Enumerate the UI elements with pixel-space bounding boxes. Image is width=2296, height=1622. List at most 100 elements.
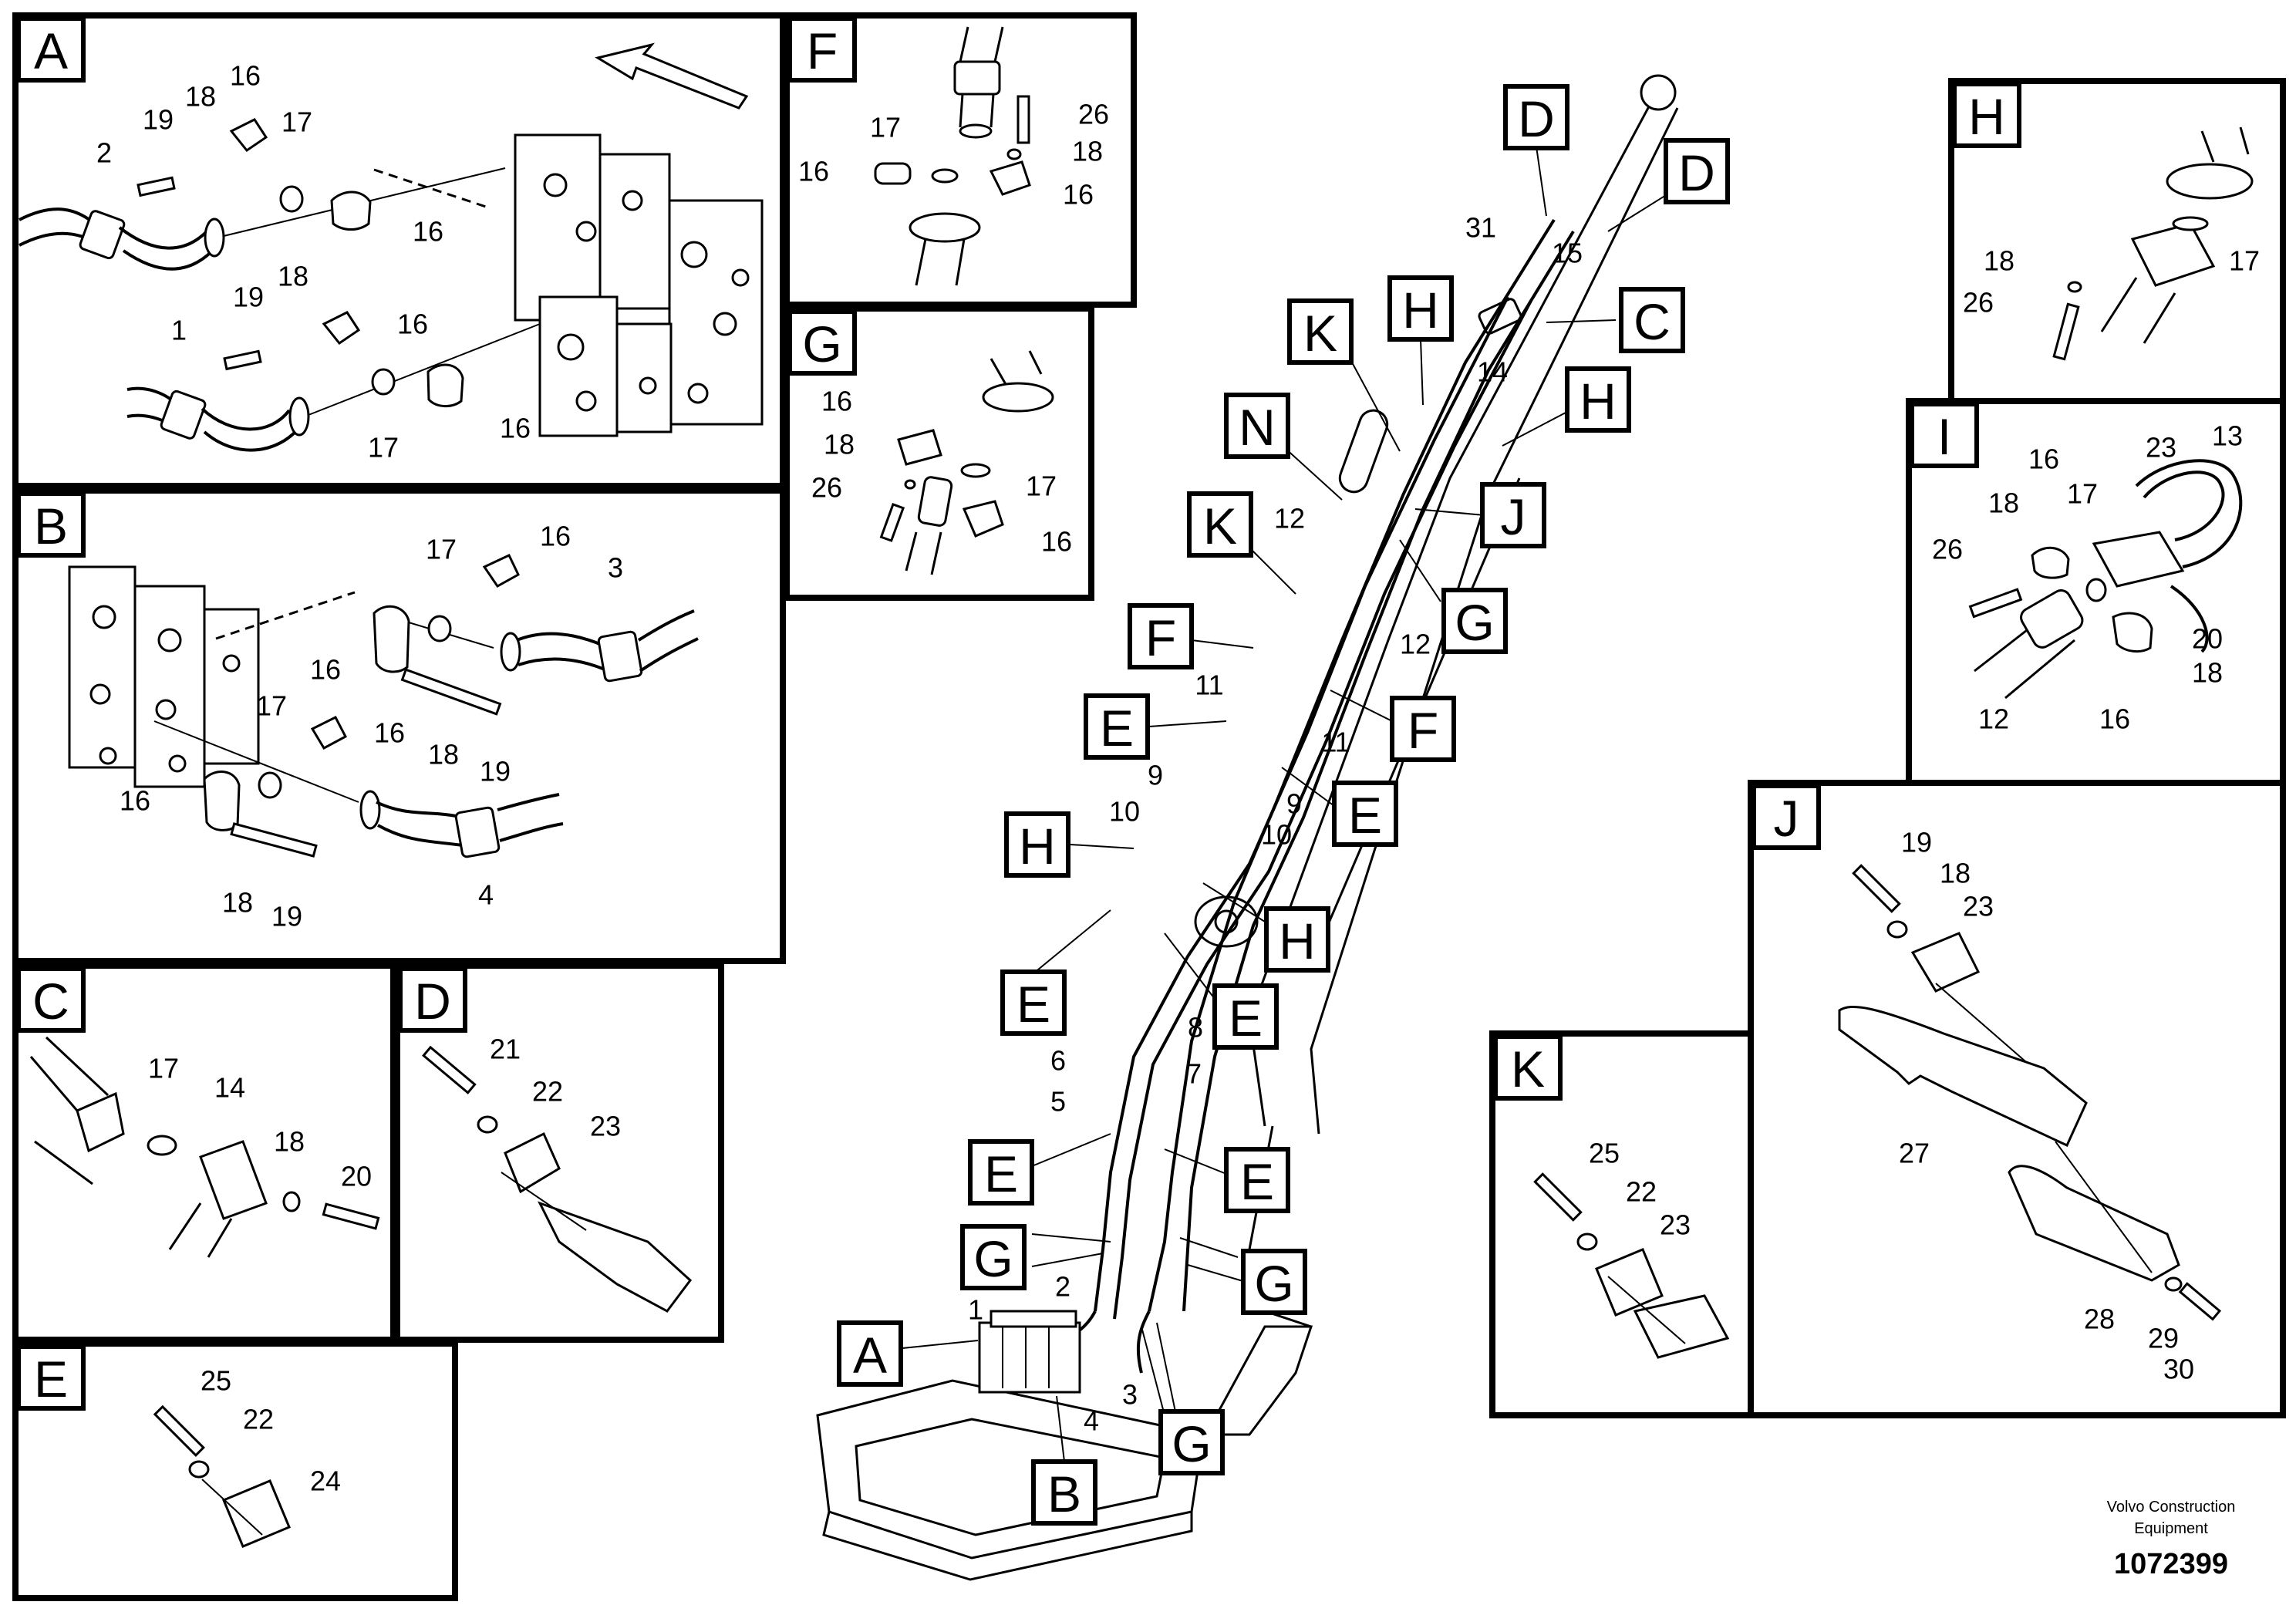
main-machine-view <box>816 74 1679 1581</box>
section-callout-a: A <box>837 1320 903 1387</box>
panel-letter-box <box>787 16 857 83</box>
company-name-line1: Volvo Construction <box>2107 1499 2236 1516</box>
drawing-number: 1072399 <box>2114 1548 2228 1580</box>
callout-letter: E <box>1017 976 1050 1033</box>
section-callout-b: B <box>1031 1459 1097 1526</box>
callout-letter: H <box>1279 912 1316 969</box>
part-number-labels: 1619181721618191611716161731617161819161… <box>96 60 2260 1497</box>
callout-letter: G <box>1172 1415 1211 1472</box>
panel-letter-box <box>398 966 467 1033</box>
section-callout-e: E <box>968 1139 1034 1206</box>
callout-letter: H <box>1580 373 1617 430</box>
callout-box <box>837 1320 903 1387</box>
detail-k-artwork <box>1533 1172 1730 1359</box>
part-number-label: 18 <box>1988 487 2019 519</box>
section-callout-n: N <box>1224 393 1290 459</box>
part-number-label: 18 <box>1940 858 1971 889</box>
part-number-label: 16 <box>1041 526 1072 558</box>
part-number-label: 26 <box>1078 99 1109 130</box>
part-number-label: 19 <box>233 282 264 313</box>
part-number-label: 17 <box>1026 470 1057 502</box>
part-number-label: 14 <box>214 1072 245 1104</box>
direction-arrow-icon <box>595 42 749 110</box>
panel-letter: K <box>1511 1040 1545 1098</box>
part-number-label: 3 <box>608 552 623 584</box>
panel-letter: A <box>34 22 68 79</box>
callout-box <box>1264 906 1330 973</box>
part-number-label: 16 <box>230 60 261 92</box>
callout-letter: E <box>1100 700 1134 757</box>
part-number-label: 18 <box>278 261 308 292</box>
callout-letter: G <box>973 1230 1013 1287</box>
part-number-label: 23 <box>1963 891 1994 922</box>
part-number-label: 6 <box>1050 1045 1066 1077</box>
panel-letter-box <box>16 966 86 1033</box>
part-number-label: 11 <box>1195 669 1223 701</box>
part-number-label: 21 <box>490 1034 521 1065</box>
callout-letter: K <box>1203 497 1237 555</box>
part-number-label: 18 <box>1072 136 1103 167</box>
callout-box <box>1224 393 1290 459</box>
detail-panel-k: K <box>1489 1030 1754 1418</box>
panel-frame <box>12 1340 458 1601</box>
section-callout-f: F <box>1128 603 1194 669</box>
panel-letter-box <box>16 1344 86 1411</box>
panel-letter-box <box>16 16 86 83</box>
part-number-label: 3 <box>1122 1379 1138 1411</box>
part-number-label: 24 <box>310 1465 341 1497</box>
callout-leaders <box>902 146 1671 1462</box>
callout-box <box>1084 693 1150 760</box>
part-number-label: 26 <box>811 472 842 504</box>
callout-letter: J <box>1501 488 1526 545</box>
callout-box <box>960 1224 1027 1290</box>
section-callout-c: C <box>1619 287 1685 353</box>
part-number-label: 20 <box>341 1161 372 1192</box>
callout-letter: C <box>1633 293 1671 350</box>
callout-box <box>1187 491 1253 558</box>
callout-letter: B <box>1047 1465 1081 1523</box>
part-number-label: 31 <box>1465 212 1496 244</box>
part-number-label: 2 <box>96 137 112 169</box>
part-number-label: 18 <box>2192 657 2223 689</box>
section-callout-e: E <box>1224 1147 1290 1213</box>
part-number-label: 19 <box>480 756 511 787</box>
part-number-label: 17 <box>2229 245 2260 277</box>
part-number-label: 16 <box>413 216 443 248</box>
callout-box <box>1664 138 1730 204</box>
callout-letter: K <box>1303 305 1337 362</box>
callout-letter: H <box>1402 282 1439 339</box>
callout-box <box>968 1139 1034 1206</box>
part-number-label: 13 <box>2212 420 2243 452</box>
part-number-label: 4 <box>478 879 494 911</box>
detail-panel-h: H <box>1948 78 2286 404</box>
detail-g-artwork <box>879 350 1054 575</box>
callout-box <box>1212 983 1279 1050</box>
callout-letter: G <box>1254 1255 1293 1312</box>
panel-letter-box <box>1910 402 1979 468</box>
panel-letter: E <box>34 1351 68 1408</box>
part-number-label: 11 <box>1321 727 1350 758</box>
part-number-label: 15 <box>1552 238 1583 269</box>
part-number-label: 1 <box>171 315 187 346</box>
detail-panel-c: C <box>12 963 396 1343</box>
detail-c-artwork <box>29 1036 380 1258</box>
section-callout-g: G <box>1441 588 1508 654</box>
callout-box <box>1224 1147 1290 1213</box>
part-number-label: 8 <box>1188 1012 1203 1044</box>
part-number-label: 28 <box>2084 1303 2115 1335</box>
part-number-label: 17 <box>368 432 399 464</box>
part-number-label: 16 <box>397 309 428 340</box>
part-number-label: 19 <box>1901 827 1932 858</box>
panel-letter: J <box>1774 790 1799 847</box>
part-number-label: 16 <box>798 156 829 187</box>
callout-box <box>1503 84 1569 150</box>
part-number-label: 16 <box>374 717 405 749</box>
detail-e-artwork <box>153 1404 291 1548</box>
callout-box <box>1390 696 1456 762</box>
part-number-label: 20 <box>2192 623 2223 655</box>
control-valve-block <box>68 565 260 788</box>
section-callout-e: E <box>1212 983 1279 1050</box>
panel-letter-box <box>787 309 857 376</box>
part-number-label: 23 <box>1660 1209 1691 1241</box>
